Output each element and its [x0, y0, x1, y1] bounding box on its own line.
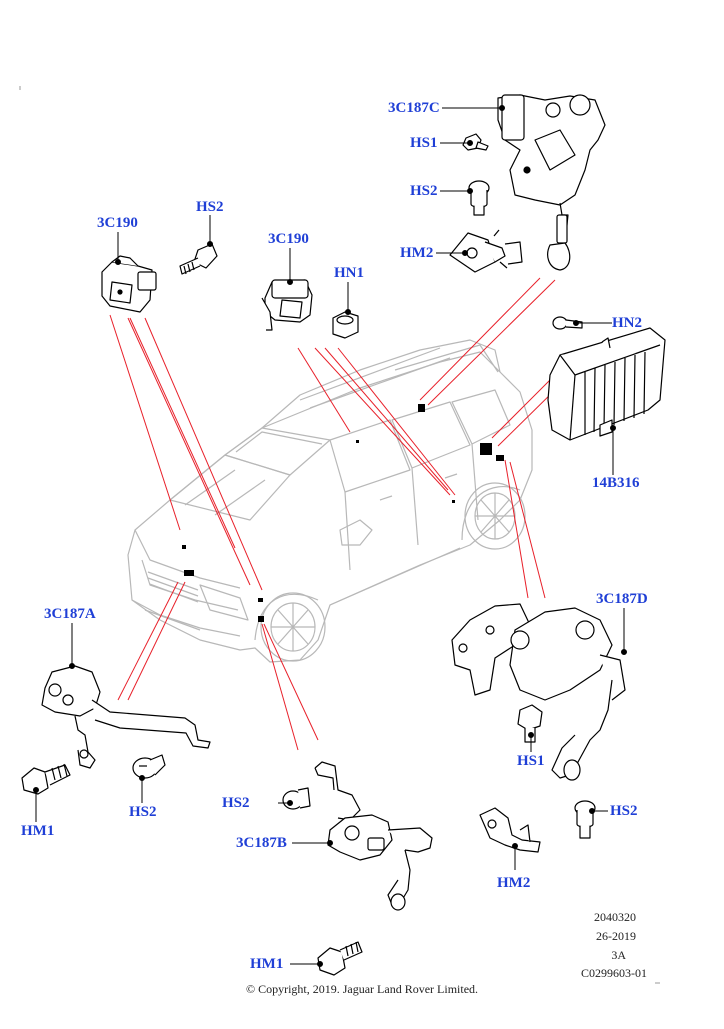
marker-14b316 — [480, 443, 492, 455]
part-hs2-top-bolt[interactable] — [468, 180, 490, 216]
part-3c187b-sensor[interactable] — [314, 761, 433, 911]
label-hs2-right[interactable]: HS2 — [610, 803, 638, 819]
diagram-code: C0299603-01 — [581, 966, 647, 980]
label-hs2-bottomleft[interactable]: HS2 — [129, 804, 157, 820]
marker-3c190-left — [182, 545, 186, 549]
diagram-date: 26-2019 — [596, 929, 636, 943]
label-3c187d[interactable]: 3C187D — [596, 591, 648, 607]
label-hs2-mid[interactable]: HS2 — [222, 795, 250, 811]
label-hs2-left[interactable]: HS2 — [196, 199, 224, 215]
diagram-ref-number: 2040320 — [594, 910, 636, 924]
label-hm1-left[interactable]: HM1 — [21, 823, 55, 839]
part-hs2-bottomleft-bolt[interactable] — [132, 754, 166, 779]
label-3c187a[interactable]: 3C187A — [44, 606, 96, 622]
part-hs2-mid-bolt[interactable] — [282, 787, 311, 810]
part-3c187a-sensor[interactable] — [41, 665, 211, 769]
marker-hn1 — [452, 500, 455, 503]
label-3c187b[interactable]: 3C187B — [236, 835, 287, 851]
corner-marks — [19, 86, 660, 984]
part-3c187d-sensor[interactable] — [451, 603, 626, 781]
part-hm1-left-bolt[interactable] — [21, 763, 71, 795]
label-3c187c[interactable]: 3C187C — [388, 100, 440, 116]
marker-3c187b — [258, 616, 264, 622]
diagram-revision: 3A — [611, 948, 626, 962]
label-14b316[interactable]: 14B316 — [592, 475, 640, 491]
part-hs2-left-bolt[interactable] — [179, 243, 218, 275]
part-hs1-right-bolt[interactable] — [517, 704, 543, 743]
marker-3c187d — [496, 455, 504, 461]
sensor-location-markers — [182, 404, 504, 622]
label-hs2-top[interactable]: HS2 — [410, 183, 438, 199]
marker-3c190-mid — [356, 440, 359, 443]
leader-lines — [109, 277, 561, 751]
part-3c190-mid-sensor[interactable] — [261, 279, 313, 331]
label-hs1-right[interactable]: HS1 — [517, 753, 545, 769]
part-3c190-left-sensor[interactable] — [101, 255, 157, 313]
label-3c190-left[interactable]: 3C190 — [97, 215, 138, 231]
marker-3c187a — [184, 570, 194, 576]
part-3c187c-sensor[interactable] — [497, 94, 606, 271]
part-hs2-right-bolt[interactable] — [574, 800, 596, 839]
label-3c190-mid[interactable]: 3C190 — [268, 231, 309, 247]
label-hm2-bottom[interactable]: HM2 — [497, 875, 531, 891]
label-hn1[interactable]: HN1 — [334, 265, 364, 281]
vehicle-outline — [127, 339, 533, 663]
callout-lines — [33, 105, 627, 967]
part-hs1-top-bolt[interactable] — [462, 133, 489, 151]
part-14b316-module[interactable] — [547, 327, 666, 441]
copyright-notice: © Copyright, 2019. Jaguar Land Rover Lim… — [245, 982, 479, 996]
part-hm1-bottom-bolt[interactable] — [317, 941, 363, 976]
part-hn1-nut[interactable] — [332, 311, 359, 339]
marker-3c187c — [418, 404, 425, 412]
part-hm2-top-bracket[interactable] — [449, 229, 523, 273]
part-hm2-bottom-bracket[interactable] — [479, 807, 541, 853]
label-hm2-top[interactable]: HM2 — [400, 245, 434, 261]
marker-hood-sensor — [258, 598, 263, 602]
label-hn2[interactable]: HN2 — [612, 315, 642, 331]
label-hs1-top[interactable]: HS1 — [410, 135, 438, 151]
label-hm1-bottom[interactable]: HM1 — [250, 956, 284, 972]
